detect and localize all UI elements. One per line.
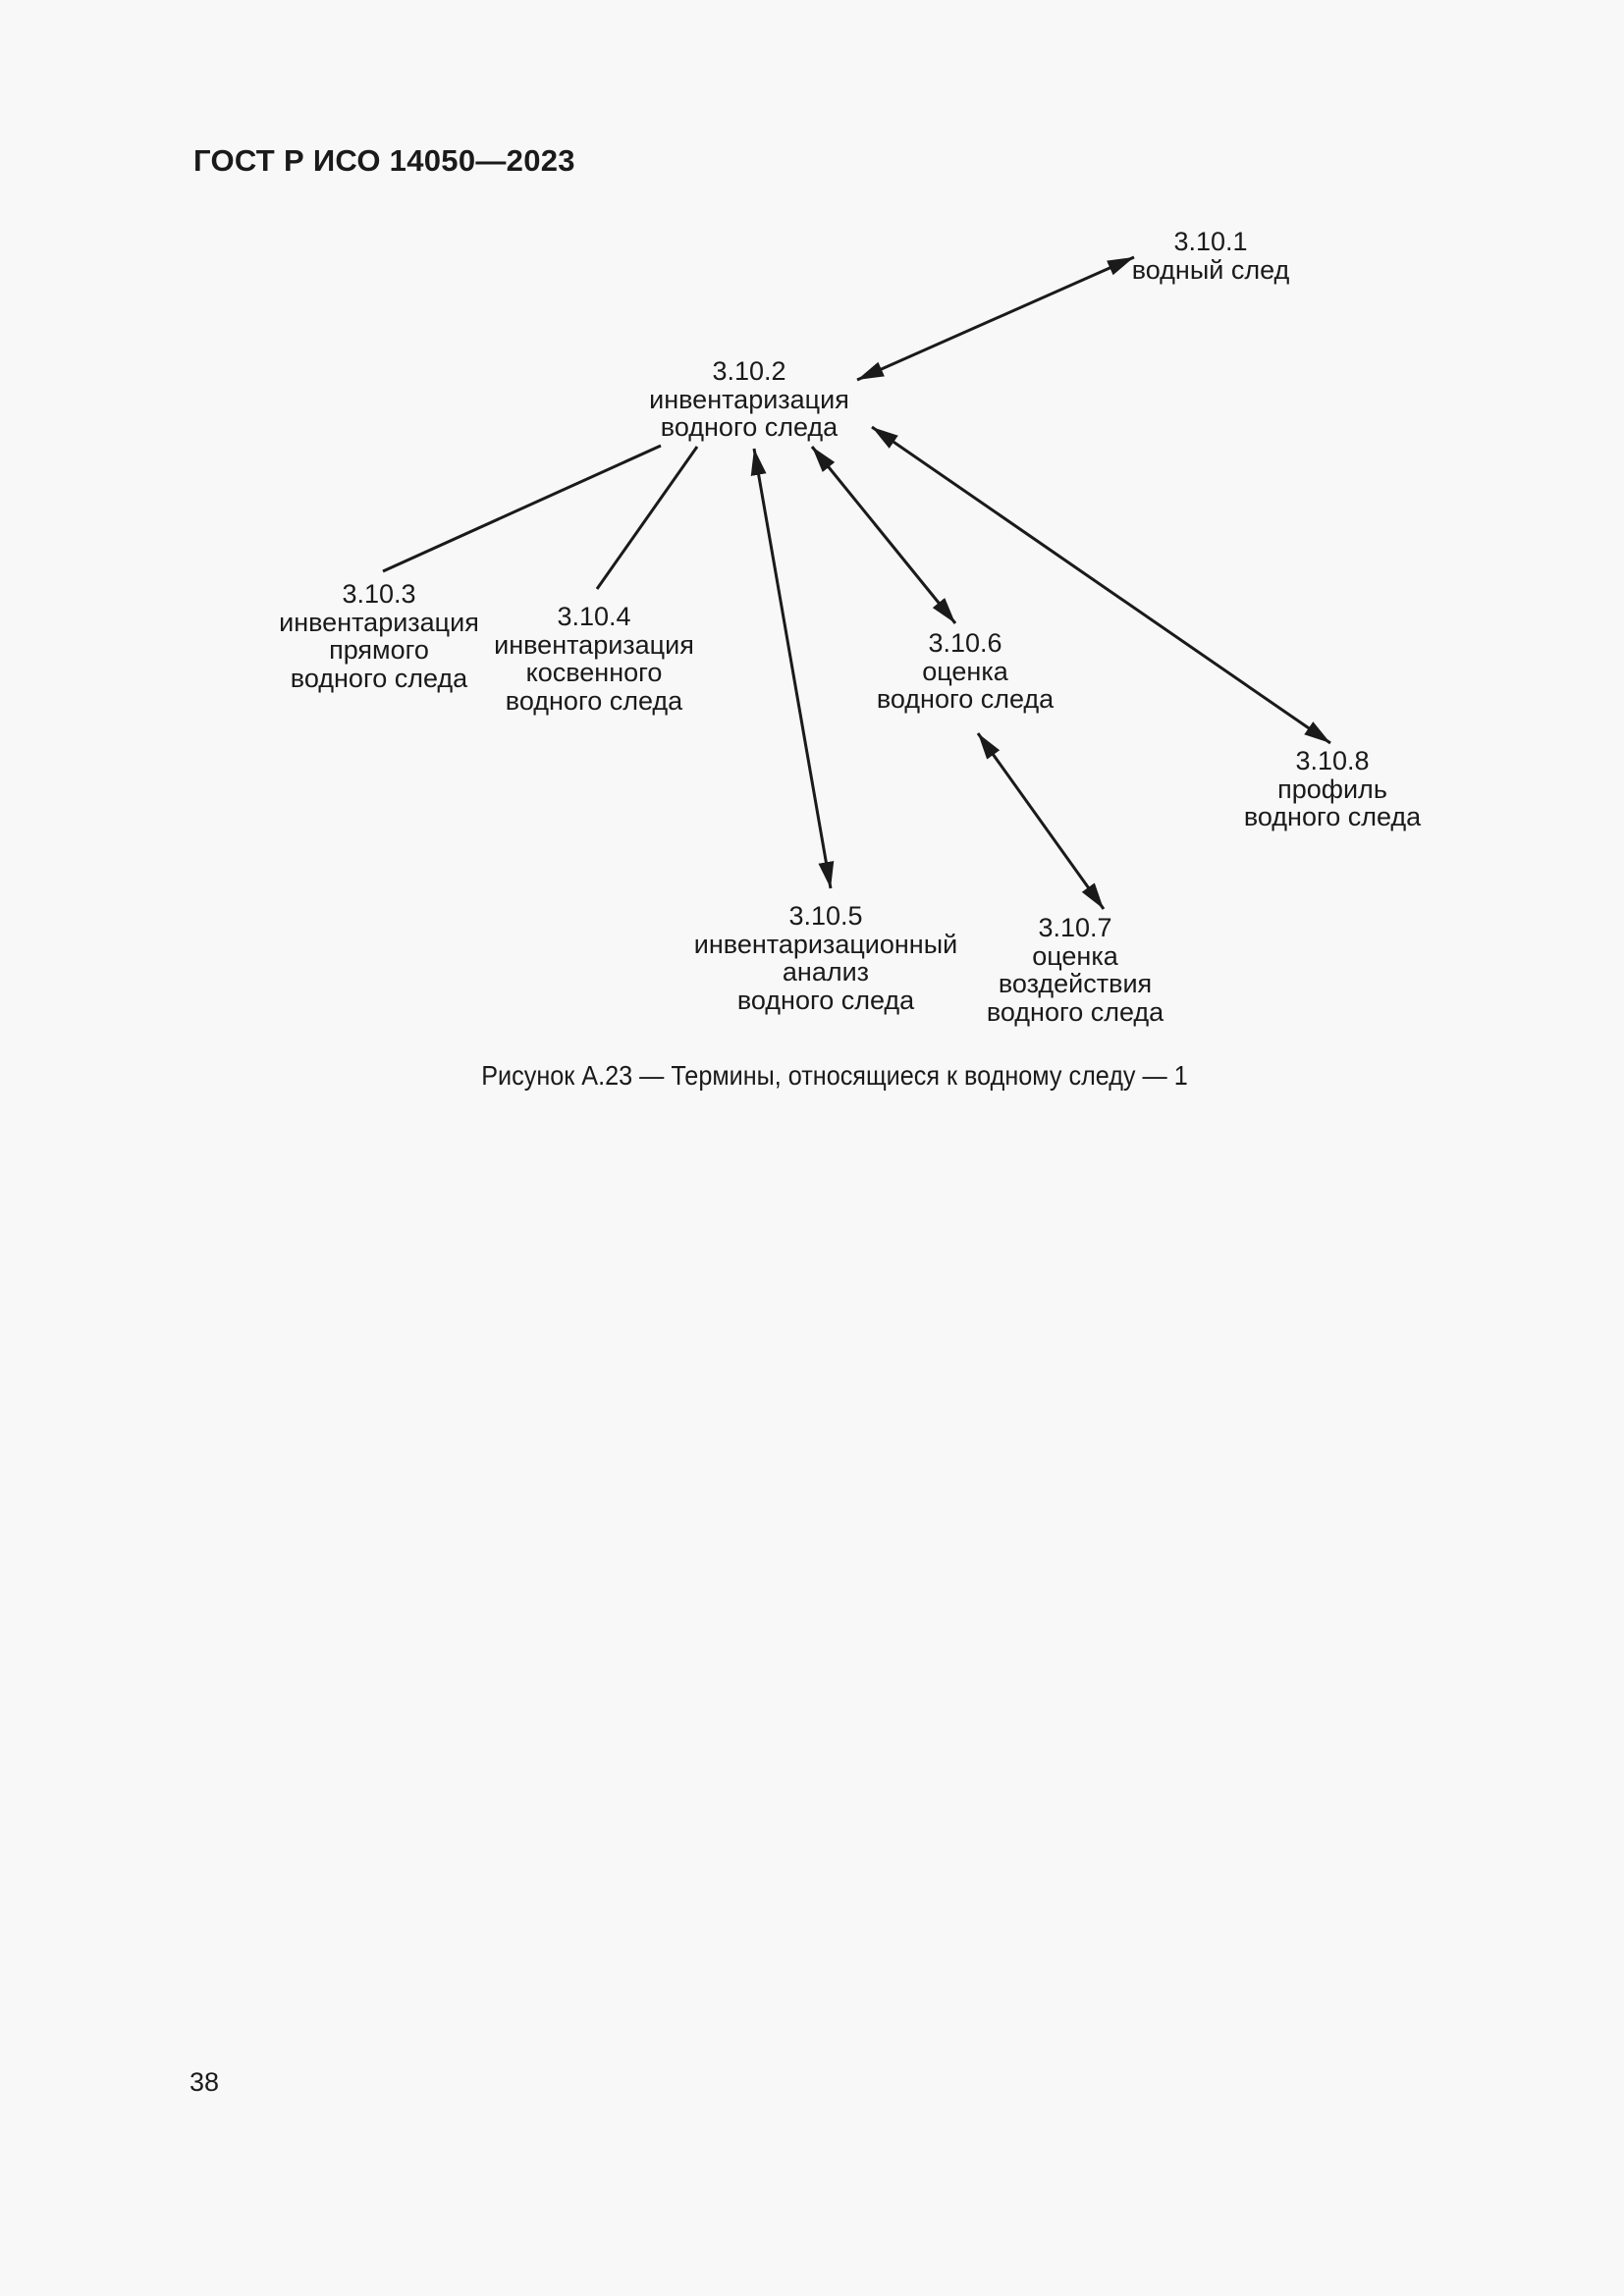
edge-3-10-2-to-3-10-3 [382, 444, 662, 573]
edge-3-10-2-to-3-10-4 [595, 446, 699, 590]
term-node-3-10-4: 3.10.4 инвентаризация косвенного водного… [494, 602, 694, 716]
edge-3-10-2-to-3-10-8 [871, 425, 1331, 745]
term-node-3-10-2: 3.10.2 инвентаризация водного следа [649, 356, 849, 442]
term-node-3-10-3: 3.10.3 инвентаризация прямого водного сл… [279, 579, 479, 693]
figure-caption: Рисунок А.23 — Термины, относящиеся к во… [481, 1060, 1188, 1091]
edge-3-10-2-to-3-10-5 [750, 448, 835, 889]
edge-3-10-2-to-3-10-6 [810, 446, 957, 624]
edge-3-10-2-to-3-10-1 [856, 255, 1135, 382]
term-node-3-10-7: 3.10.7 оценка воздействия водного следа [986, 913, 1164, 1027]
term-node-3-10-1: 3.10.1 водный след [1131, 227, 1290, 285]
edge-3-10-6-to-3-10-7 [976, 732, 1106, 910]
document-header-title: ГОСТ Р ИСО 14050—2023 [193, 143, 575, 178]
term-node-3-10-8: 3.10.8 профиль водного следа [1243, 746, 1422, 831]
term-node-3-10-6: 3.10.6 оценка водного следа [876, 628, 1055, 714]
page-number: 38 [189, 2067, 220, 2097]
term-node-3-10-5: 3.10.5 инвентаризационный анализ водного… [693, 901, 958, 1015]
